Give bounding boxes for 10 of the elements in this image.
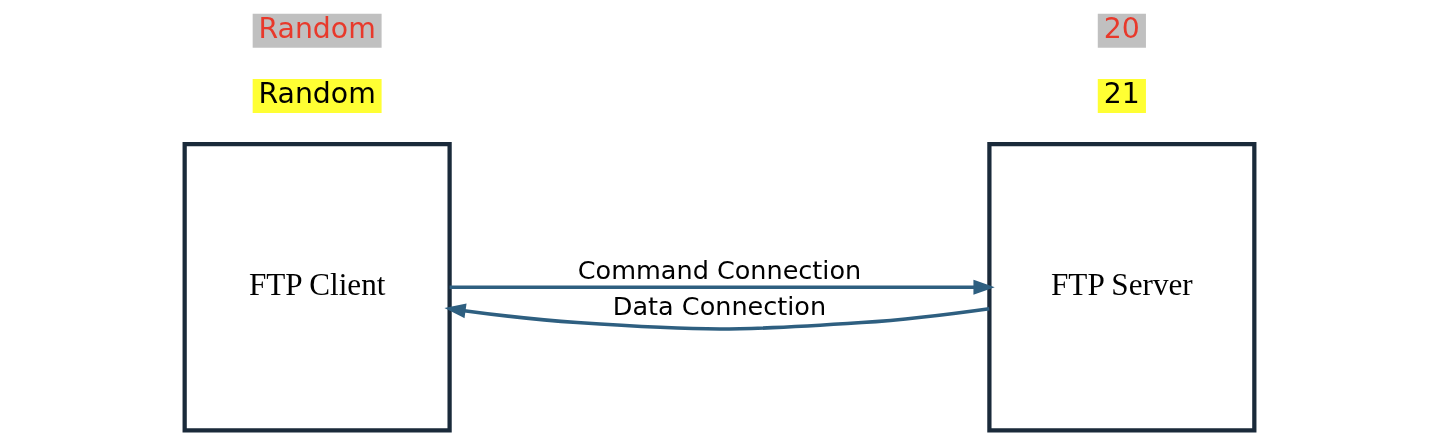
arrow: [449, 279, 995, 295]
node-box: FTP Client: [182, 141, 452, 433]
node-box: FTP Server: [986, 141, 1256, 433]
label: 21: [1103, 76, 1140, 110]
arrow: [443, 303, 989, 331]
label: Random: [257, 76, 376, 110]
label: 20: [1103, 11, 1140, 45]
edge-label: Data Connection: [612, 290, 826, 321]
label: Random: [257, 11, 376, 45]
edge-label: Command Connection: [577, 255, 861, 286]
